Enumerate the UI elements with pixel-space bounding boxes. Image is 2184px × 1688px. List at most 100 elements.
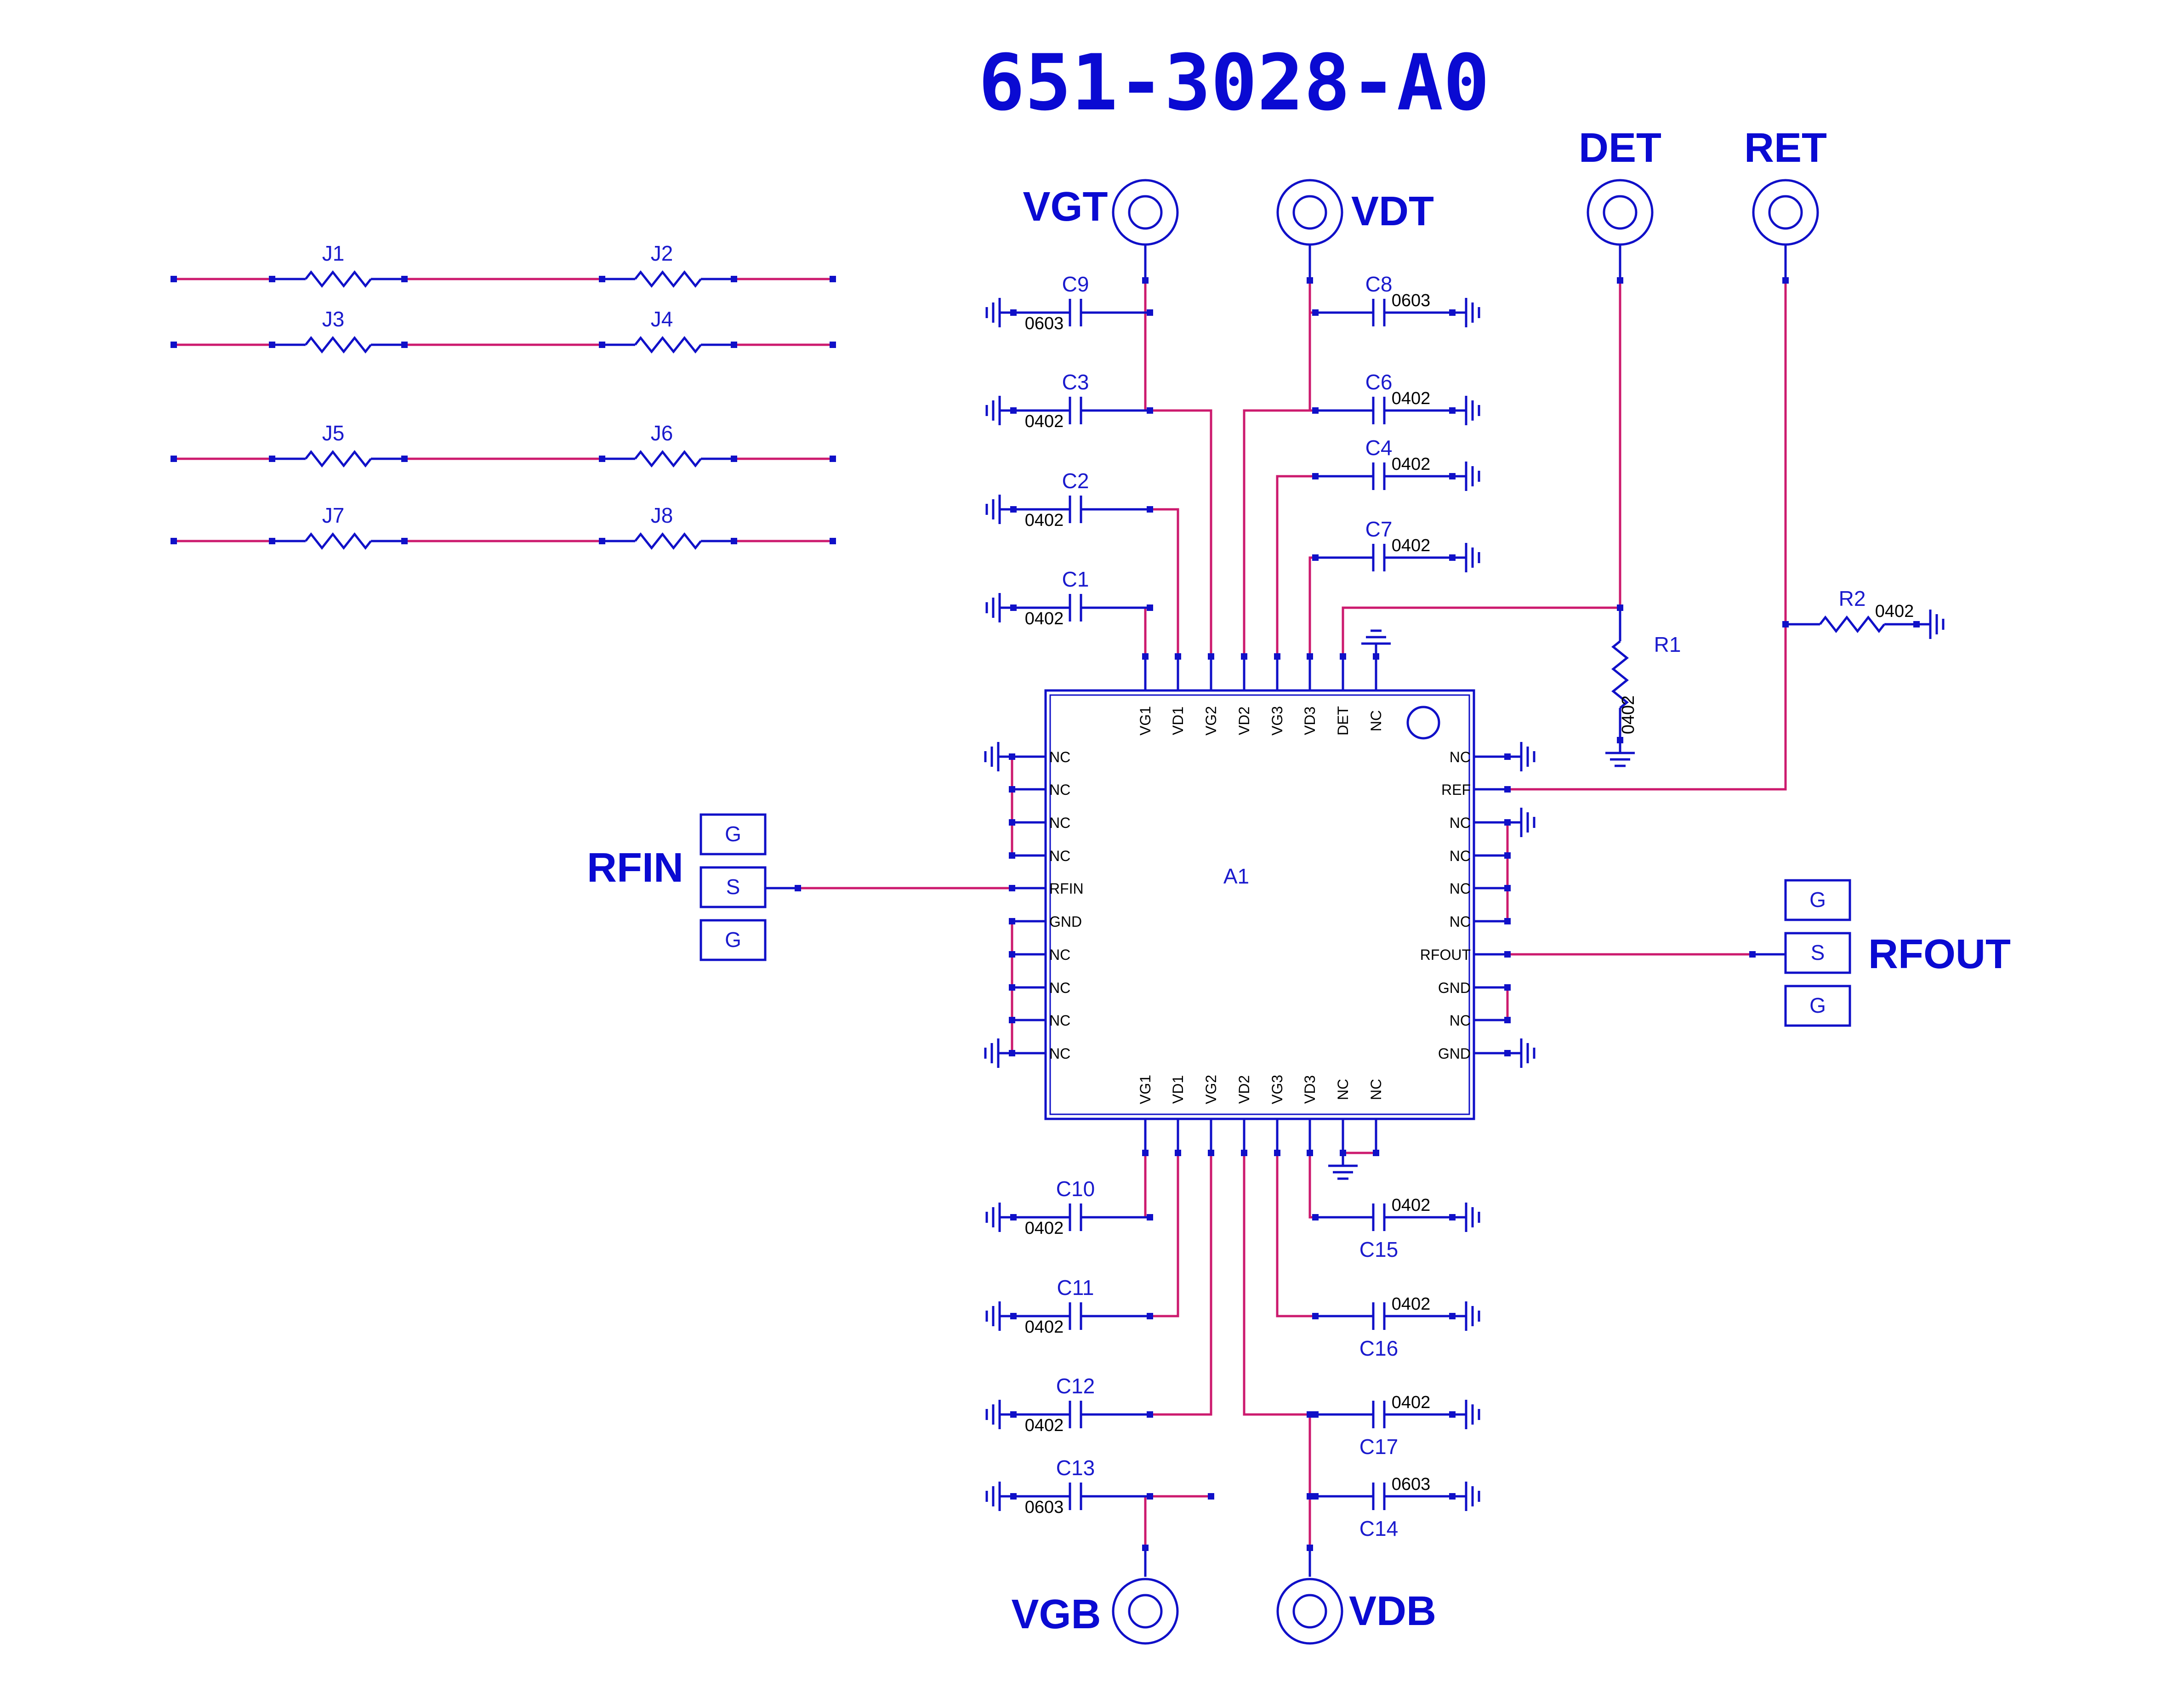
junction-dot: [1241, 653, 1247, 660]
ic-pin-label: VG2: [1203, 1075, 1219, 1104]
ic-pin-label: NC: [1450, 749, 1471, 765]
capacitor: [1013, 1203, 1150, 1231]
page-title: 651-3028-A0: [978, 38, 1490, 128]
junction-dot: [269, 276, 275, 282]
junction-dot: [1274, 1150, 1280, 1156]
ground-symbol: [985, 1203, 1013, 1232]
ground-symbol: [984, 742, 1012, 771]
junction-dot: [269, 538, 275, 544]
junction-dot: [1449, 1313, 1456, 1319]
vg1-trace: [1144, 606, 1150, 656]
junction-dot: [269, 456, 275, 462]
capacitor-package: 0402: [1025, 1416, 1064, 1435]
ground-symbol: [1328, 1153, 1358, 1180]
port-inner-ring: [1603, 195, 1638, 230]
vd1-trace: [1150, 508, 1179, 656]
jumper-resistor: [305, 532, 372, 550]
capacitor-package: 0402: [1025, 1317, 1064, 1337]
capacitor: [1315, 299, 1452, 326]
jumper-resistor: [634, 270, 702, 288]
pin1-marker: [1406, 706, 1440, 740]
ret-port: [1752, 179, 1819, 246]
junction-dot: [1449, 1493, 1456, 1500]
junction-dot: [830, 276, 836, 282]
junction-dot: [1307, 1493, 1313, 1500]
capacitor: [1315, 1401, 1452, 1428]
ground-symbol: [985, 1482, 1013, 1511]
junction-dot: [1142, 277, 1149, 284]
ground-symbol: [985, 396, 1013, 425]
gsg-pad: [1784, 985, 1851, 1027]
capacitor-ref: C6: [1365, 370, 1393, 394]
junction-dot: [1373, 1150, 1379, 1156]
ic-a1: [1044, 689, 1475, 1120]
junction-dot: [1147, 1313, 1153, 1319]
junction-dot: [1312, 407, 1319, 414]
jumper-resistor: [305, 450, 372, 468]
capacitor: [1013, 1401, 1150, 1428]
ret-trace: [1507, 280, 1787, 791]
junction-dot: [1749, 951, 1756, 958]
components: [171, 179, 1945, 1645]
ic-ref: A1: [1223, 864, 1249, 888]
rfout-label: RFOUT: [1868, 931, 2011, 977]
ic-pin-label: NC: [1450, 880, 1471, 897]
ic-pin-label: NC: [1049, 848, 1070, 864]
port-inner-ring: [1292, 1594, 1327, 1629]
junction-dot: [1782, 277, 1789, 284]
junction-dot: [1208, 1150, 1214, 1156]
vd3-trace: [1308, 556, 1315, 656]
capacitor-ref: C3: [1062, 370, 1089, 394]
ic-body-outer: [1044, 689, 1475, 1120]
jumper-ref: J1: [322, 241, 345, 265]
jumper-resistor: [305, 336, 372, 354]
vdt-port: [1276, 179, 1343, 246]
capacitor: [1013, 594, 1150, 622]
jumper-ref: J7: [322, 503, 345, 527]
gsg-pad-label: S: [726, 875, 740, 899]
capacitor-package: 0402: [1392, 536, 1431, 555]
junction-dot: [171, 342, 177, 348]
ic-pin-label: VG1: [1137, 1075, 1154, 1104]
junction-dot: [599, 342, 605, 348]
port-outer-ring: [1587, 179, 1654, 246]
wires: [174, 278, 1787, 1548]
junction-dot: [1009, 852, 1015, 859]
capacitor: [1315, 1483, 1452, 1510]
junction-dot: [171, 538, 177, 544]
ic-pin-label: GND: [1049, 913, 1082, 930]
ic-pin-label: VD2: [1236, 707, 1252, 735]
junction-dot: [1009, 984, 1015, 991]
ic-pin-label: VG3: [1269, 1075, 1285, 1104]
ic-pin-label: VD3: [1302, 707, 1318, 735]
capacitor-package: 0603: [1392, 1475, 1431, 1494]
junction-dot: [1147, 506, 1153, 513]
ic-pin-label: NC: [1049, 1045, 1070, 1062]
vdt-trace: [1243, 280, 1311, 656]
junction-dot: [401, 342, 408, 348]
junction-dot: [1147, 309, 1153, 316]
capacitor-package: 0402: [1025, 609, 1064, 628]
resistor-r2: [1819, 615, 1885, 633]
junction-dot: [830, 456, 836, 462]
jumper-resistor: [634, 336, 702, 354]
gsg-pad-label: G: [1809, 993, 1826, 1017]
ic-pin-label: NC: [1450, 913, 1471, 930]
ic-pin-label: GND: [1438, 980, 1471, 996]
ic-pin-label: NC: [1368, 710, 1384, 731]
resistor-ref: R2: [1839, 587, 1866, 610]
junction-dot: [1147, 1493, 1153, 1500]
junction-dot: [830, 538, 836, 544]
ground-symbol: [1507, 1038, 1536, 1068]
junction-dot: [1312, 1411, 1319, 1418]
junction-dot: [1142, 653, 1149, 660]
junction-dot: [1208, 1493, 1214, 1500]
gsg-pad-label: G: [725, 928, 741, 952]
ground-symbol: [1917, 610, 1945, 639]
vg3b-trace: [1276, 1153, 1315, 1317]
ground-symbol: [1452, 396, 1480, 425]
junction-dot: [1504, 786, 1511, 793]
junction-dot: [1312, 554, 1319, 561]
